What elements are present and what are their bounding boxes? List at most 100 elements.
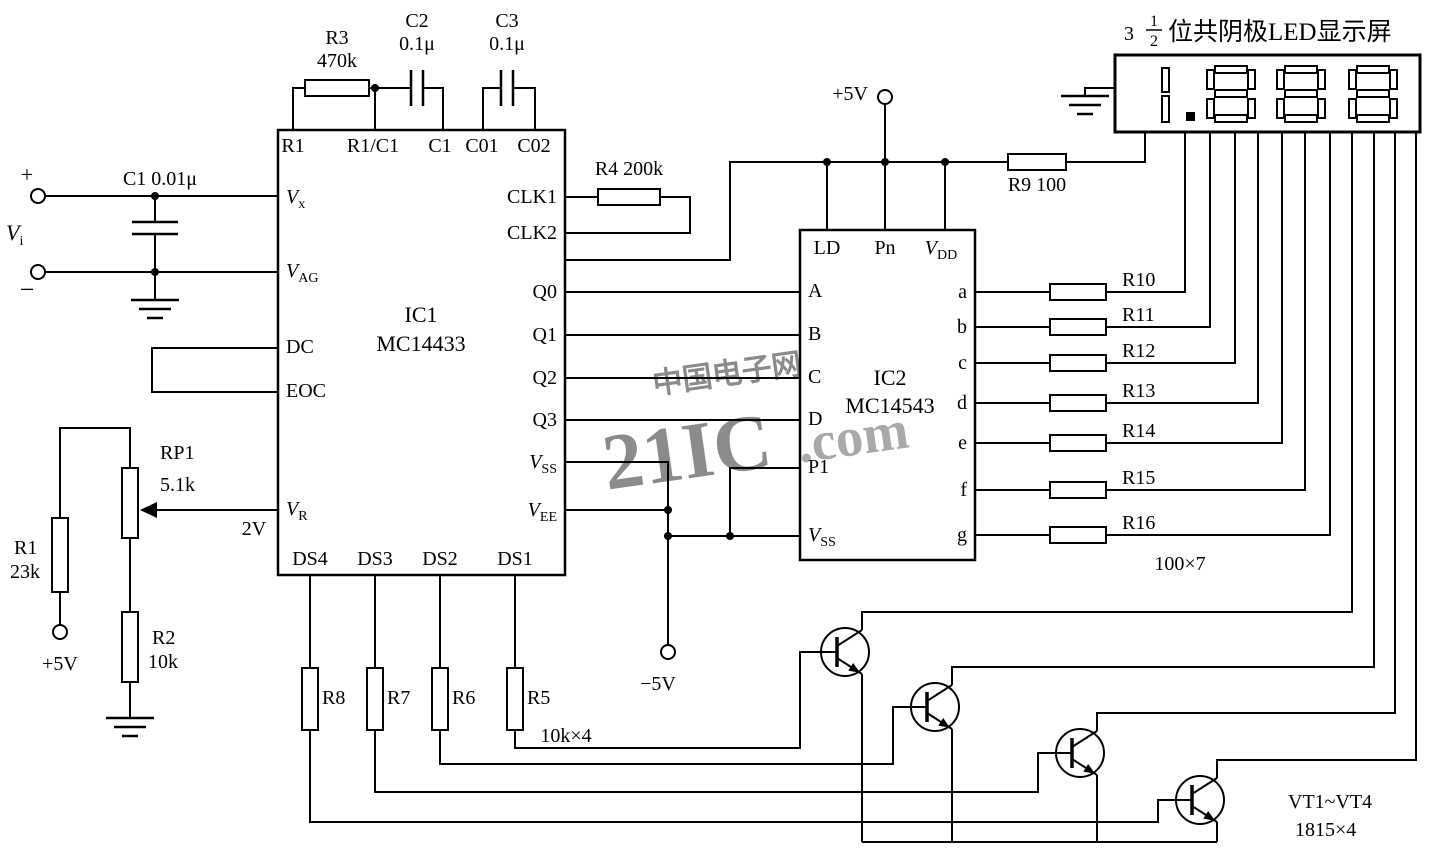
ic1-pin-c01: C01 (465, 135, 498, 157)
plus5v-terminal (877, 89, 893, 105)
ic1-pin-q0: Q0 (533, 281, 557, 303)
r6-label: R6 (452, 687, 475, 709)
r3-value: 470k (317, 50, 357, 72)
rp1-value: 5.1k (160, 474, 195, 496)
r11-label: R11 (1122, 304, 1155, 326)
input-plus-terminal (30, 188, 46, 204)
ic2-pin-seg-g: g (957, 524, 967, 546)
ic2-pin-pn: Pn (874, 237, 895, 259)
c3-value: 0.1μ (489, 33, 525, 55)
ic1-pin-r1: R1 (281, 135, 304, 157)
ic2-pin-seg-b: b (957, 316, 967, 338)
ic2-pin-d: D (808, 408, 822, 430)
ic2-pin-seg-d: d (957, 392, 967, 414)
junction-dots (151, 84, 949, 540)
ic1-pin-vee: VEE (528, 499, 557, 525)
vt-label: VT1~VT4 (1288, 791, 1372, 813)
c2-value: 0.1μ (399, 33, 435, 55)
ground-divider (104, 716, 156, 738)
r9-label: R9 100 (1008, 174, 1066, 196)
led-display: 1.888 (1113, 53, 1422, 134)
ic1-pin-clk1: CLK1 (507, 186, 557, 208)
ic1-pin-ds1: DS1 (497, 548, 533, 570)
ic1-pin-vx: Vx (286, 186, 305, 212)
resistor-r3 (304, 79, 370, 97)
ic1-pin-vss: VSS (529, 451, 557, 477)
watermark: 中国电子网 21IC .com (597, 348, 912, 508)
r8-label: R8 (322, 687, 345, 709)
resistor-r10 (1049, 283, 1107, 301)
ic1-pin-ds4: DS4 (292, 548, 328, 570)
r12-label: R12 (1122, 340, 1155, 362)
transistor-vt2 (909, 681, 961, 733)
segment-bank-value: 100×7 (1154, 553, 1205, 575)
resistor-r11 (1049, 318, 1107, 336)
resistor-r12 (1049, 354, 1107, 372)
ic2-pin-c: C (808, 366, 821, 388)
ic2-part: MC14543 (845, 393, 934, 418)
ic2-pin-seg-a: a (958, 281, 967, 303)
ic1-pin-eoc: EOC (286, 380, 326, 402)
display-title-frac-num: 1 (1150, 13, 1158, 30)
minus5v-label: −5V (640, 673, 676, 695)
ic1-pin-q1: Q1 (533, 324, 557, 346)
ic2-pin-seg-f: f (960, 479, 967, 501)
ic1-pin-q2: Q2 (533, 367, 557, 389)
ic2-pin-vss: VSS (808, 524, 836, 550)
input-plus-label: + (21, 162, 33, 187)
ic1-name: IC1 (405, 302, 438, 327)
plus5v-left-label: +5V (42, 653, 78, 675)
display-title-frac-den: 2 (1150, 33, 1158, 50)
vt-value: 1815×4 (1295, 819, 1356, 841)
ic2-pin-seg-c: c (958, 352, 967, 374)
vref-label: 2V (242, 518, 267, 540)
r1-left-value: 23k (10, 561, 40, 583)
ground-input (129, 298, 181, 320)
display-title-prefix: 3 (1124, 23, 1134, 45)
ic1-part: MC14433 (376, 331, 465, 356)
r3-label: R3 (325, 27, 348, 49)
ic1-pin-vag: VAG (286, 260, 318, 286)
r1-left-label: R1 (14, 537, 37, 559)
ic2-name: IC2 (874, 365, 907, 390)
ic1-pin-ds3: DS3 (357, 548, 393, 570)
label-layer: 3 1 2 位共阴极LED显示屏 + − Vi C1 0.01μ R3 470k… (6, 10, 1392, 841)
resistor-r1-left (51, 517, 69, 593)
plus5v-left-terminal (52, 624, 68, 640)
transistor-vt1 (819, 626, 871, 678)
watermark-cn: 中国电子网 (651, 348, 804, 402)
r2-left-value: 10k (148, 651, 178, 673)
c3-label: C3 (495, 10, 518, 32)
transistor-vt3 (1054, 727, 1106, 779)
wiper-arrow-icon (140, 502, 157, 518)
resistor-r14 (1049, 434, 1107, 452)
resistor-r4 (597, 188, 661, 206)
input-minus-terminal (30, 264, 46, 280)
resistor-r13 (1049, 394, 1107, 412)
display-title-suffix: 位共阴极LED显示屏 (1168, 18, 1392, 46)
ic2-pin-ld: LD (814, 237, 841, 259)
r14-label: R14 (1122, 420, 1155, 442)
r15-label: R15 (1122, 467, 1155, 489)
r16-label: R16 (1122, 512, 1155, 534)
potentiometer-rp1 (121, 467, 139, 539)
plus5v-top-label: +5V (832, 83, 868, 105)
resistor-r6 (431, 667, 449, 731)
ic2-pin-a: A (808, 280, 823, 302)
ic1-pin-ds2: DS2 (422, 548, 458, 570)
c2-label: C2 (405, 10, 428, 32)
r7-label: R7 (387, 687, 410, 709)
r5-label: R5 (527, 687, 550, 709)
resistor-r9 (1007, 153, 1067, 171)
ground-display (1059, 94, 1111, 116)
terminals (30, 89, 893, 660)
ic2-pin-vdd: VDD (925, 237, 957, 263)
input-vi-label: Vi (6, 220, 23, 249)
decimal-point (1186, 112, 1195, 121)
resistor-r2-left (121, 611, 139, 683)
wire-layer (45, 70, 1417, 843)
r10-label: R10 (1122, 269, 1155, 291)
resistor-r15 (1049, 481, 1107, 499)
base-bank-value: 10k×4 (540, 725, 591, 747)
ic1-pin-vr: VR (286, 498, 308, 524)
